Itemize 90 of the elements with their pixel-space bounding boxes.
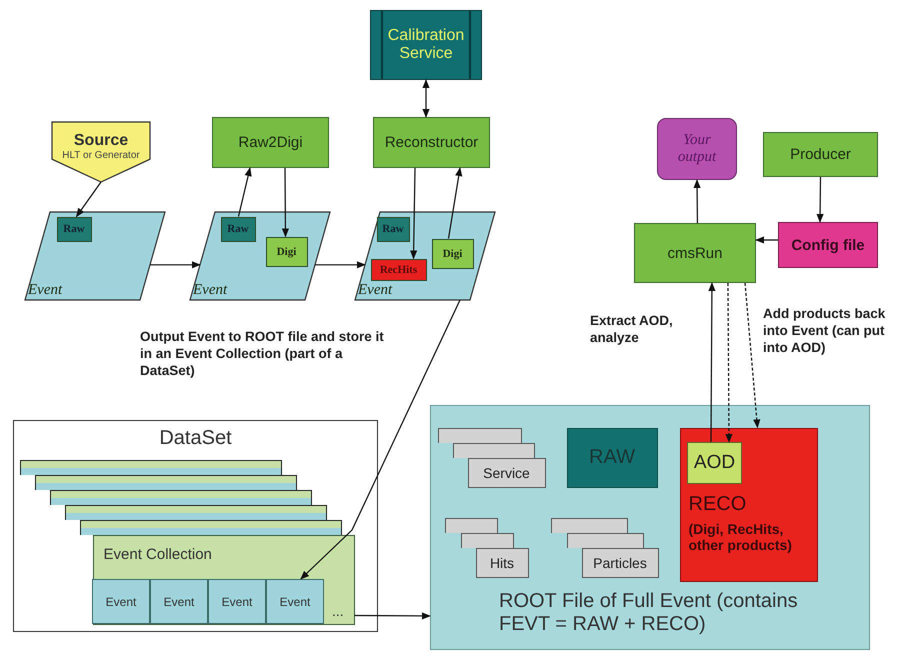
data-product-box (56, 216, 92, 242)
arrow (238, 167, 252, 217)
event-collection-card (64, 504, 326, 520)
event-parallelogram (25, 212, 165, 300)
event-cell (150, 579, 208, 624)
arrow (410, 168, 418, 260)
data-product-box (220, 216, 256, 242)
arrow (744, 282, 760, 428)
arrow (150, 261, 201, 268)
ellipsis-label: ... (332, 603, 344, 619)
config-file-box (778, 222, 878, 268)
node-label: Your output (676, 132, 718, 166)
node-label: RecHits (380, 264, 418, 276)
stacked-card (444, 518, 498, 532)
stacked-card (460, 532, 514, 548)
event-collection-card (50, 490, 312, 504)
node-label: ROOT File of Full Event (contains FEVT = RAW + RECO) (499, 590, 799, 636)
process-box (763, 132, 878, 177)
data-product-box (376, 216, 410, 242)
data-product-box (432, 238, 474, 268)
node-label: Raw2Digi (238, 134, 303, 151)
service-card (468, 458, 546, 488)
node-label: Config file (791, 236, 865, 254)
dataset-box (13, 420, 378, 632)
arrow (300, 300, 461, 580)
process-box (634, 223, 756, 283)
process-box (212, 117, 329, 168)
node-label: Particles (593, 554, 647, 570)
event-cell (266, 579, 324, 624)
event-cell (208, 579, 266, 624)
arrow (708, 282, 716, 442)
node-label: Event (222, 594, 252, 608)
event-collection-card (92, 534, 354, 624)
arrow (282, 168, 290, 238)
stacked-card (550, 518, 628, 532)
arrow (448, 167, 462, 239)
service-box (370, 10, 482, 80)
event-collection-card (80, 520, 342, 534)
arrow (354, 612, 431, 620)
arrow (422, 79, 430, 118)
node-label: Event Collection (104, 546, 212, 562)
process-box (373, 117, 490, 168)
node-label: Event (358, 282, 392, 299)
arrow (693, 179, 701, 223)
node-label: RAW (589, 446, 635, 469)
event-parallelogram (190, 212, 330, 300)
source-pentagon (52, 122, 150, 182)
arrow (315, 261, 366, 268)
node-label: cmsRun (667, 244, 722, 262)
event-collection-card (20, 460, 282, 474)
node-sublabel: (Digi, RecHits, other products) (688, 520, 793, 552)
node-label: Producer (790, 146, 851, 163)
node-label: Event (164, 594, 194, 608)
root-file-box (430, 405, 870, 650)
node-label: Raw (382, 223, 404, 235)
arrow (76, 182, 102, 218)
node-label: RECO (688, 492, 746, 516)
node-label: Digi (276, 246, 296, 258)
stacked-card (438, 428, 522, 442)
stacked-card (566, 532, 644, 548)
node-label: DataSet (159, 427, 232, 450)
node-label: Event (106, 594, 136, 608)
node-label: Calibration Service (386, 27, 466, 63)
arrow (816, 177, 824, 223)
stacked-card (452, 442, 534, 458)
node-label: Service (483, 464, 530, 480)
arrow (725, 283, 733, 443)
data-product-box (370, 258, 426, 280)
aod-box (687, 442, 742, 484)
node-label: Source (74, 132, 128, 150)
event-parallelogram (355, 212, 495, 300)
data-product-box (266, 236, 308, 266)
node-label: Raw (227, 223, 249, 235)
hits-card (476, 548, 528, 578)
node-label: Event (193, 282, 228, 299)
node-sublabel: HLT or Generator (62, 150, 140, 161)
arrow (755, 236, 778, 244)
event-cell (92, 579, 150, 624)
particles-card (582, 548, 658, 578)
node-label: Raw (63, 223, 85, 235)
node-label: Reconstructor (384, 134, 478, 151)
raw-box (566, 428, 658, 488)
node-label: Hits (490, 554, 514, 570)
reco-box (680, 428, 818, 582)
node-label: AOD (694, 452, 736, 474)
event-collection-card (34, 474, 296, 490)
node-label: Event (28, 282, 62, 299)
output-box (657, 118, 737, 180)
node-label: Event (280, 594, 310, 608)
node-label: Digi (442, 248, 462, 260)
